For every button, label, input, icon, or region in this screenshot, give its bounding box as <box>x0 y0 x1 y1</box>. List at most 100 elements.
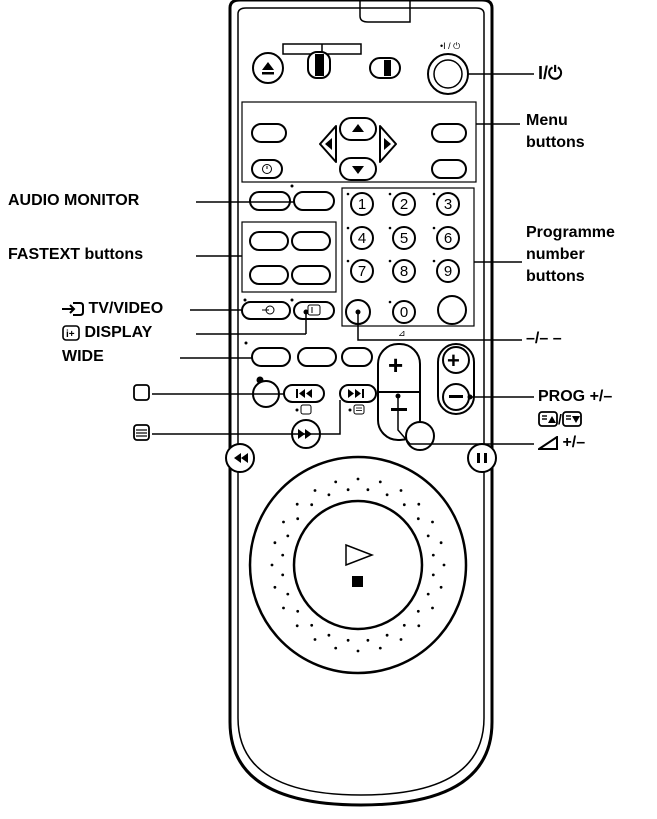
number-button-7[interactable] <box>350 259 374 283</box>
jog-dial-dot <box>334 646 338 650</box>
jog-dial-dot <box>416 517 420 521</box>
number-button-9[interactable] <box>436 259 460 283</box>
prog-minus-mark <box>449 395 463 398</box>
jog-dial-dot <box>346 488 350 492</box>
power-label: I/⏻ <box>538 63 563 83</box>
menu-extra-button[interactable] <box>431 159 467 179</box>
jog-dial-dot <box>385 633 389 637</box>
tv-video-label: TV/VIDEO <box>62 298 163 320</box>
jog-dial-dot <box>402 503 406 507</box>
number-button-6[interactable] <box>436 226 460 250</box>
wide-row-button-3[interactable] <box>341 347 373 367</box>
number-button-label-4: 4 <box>358 230 366 247</box>
jog-dial-dot <box>442 563 446 567</box>
fastext-yellow-button[interactable] <box>249 265 289 285</box>
skip-forward-icon <box>348 389 364 398</box>
number-button-5[interactable] <box>392 226 416 250</box>
keypad-dot <box>388 300 392 304</box>
number-button-0[interactable] <box>392 300 416 324</box>
audio-monitor-label: AUDIO MONITOR <box>8 192 140 209</box>
jog-dial-dot <box>310 503 314 507</box>
number-button-8[interactable] <box>392 259 416 283</box>
jog-dial-dot <box>399 489 403 492</box>
number-button-label-7: 7 <box>358 263 366 280</box>
keypad-dot <box>346 192 350 196</box>
audio-monitor-button-1[interactable] <box>249 191 291 211</box>
menu-group-frame <box>241 101 477 183</box>
blank-round-button[interactable] <box>437 295 467 325</box>
jog-dial-dot <box>334 480 338 484</box>
display-label: i+ DISPLAY <box>62 322 152 344</box>
jog-dial-dot <box>270 563 274 567</box>
fastext-group-frame <box>241 221 337 293</box>
keypad-frame <box>341 187 475 327</box>
wide-label: WIDE <box>62 348 104 365</box>
clock-icon <box>262 164 272 174</box>
jog-dial-dot <box>416 609 420 613</box>
display-info-icon-label: i+ <box>62 324 80 341</box>
pause-button[interactable] <box>467 443 497 473</box>
volume-wedge-icon <box>538 435 558 450</box>
display-button[interactable] <box>293 301 335 320</box>
round-button-center[interactable] <box>405 421 435 451</box>
page-up-down-icon: / <box>538 411 582 427</box>
number-button-label-0: 0 <box>400 304 408 321</box>
arrow-down-icon <box>352 166 364 174</box>
jog-dial-dot <box>366 638 370 642</box>
prog-plus-mark: + <box>447 348 460 373</box>
menu-button-right[interactable] <box>431 123 467 143</box>
jog-dial-dot <box>282 520 285 524</box>
number-button-label-6: 6 <box>444 230 452 247</box>
jog-dial-dot <box>296 517 300 521</box>
jog-dial-dot <box>439 585 443 589</box>
volume-minus-mark <box>391 408 407 411</box>
jog-dial-dot <box>356 649 360 653</box>
number-button-label-5: 5 <box>400 230 408 247</box>
jog-dial-dot <box>431 606 434 610</box>
keypad-dot <box>432 259 436 263</box>
remote-body-inner <box>237 7 485 796</box>
jog-dial-dot <box>313 638 317 641</box>
number-button-3[interactable] <box>436 192 460 216</box>
menu-button-left[interactable] <box>251 123 287 143</box>
svg-text:/: / <box>558 411 562 427</box>
audio-monitor-button-2[interactable] <box>293 191 335 211</box>
keypad-dot <box>346 259 350 263</box>
jog-dial-dot <box>426 534 430 538</box>
fastext-red-button[interactable] <box>249 231 289 251</box>
fastext-blue-button[interactable] <box>291 265 331 285</box>
prog-label: PROG +/– <box>538 388 613 405</box>
power-mini-label: •I / ⏻ <box>440 41 460 51</box>
svg-text:i+: i+ <box>66 329 75 340</box>
jog-dial-dot <box>366 488 370 492</box>
fastext-green-button[interactable] <box>291 231 331 251</box>
jog-dial-dot <box>310 623 314 627</box>
wide-row-button-2[interactable] <box>297 347 337 367</box>
programme-number-label: Programme number buttons <box>526 222 615 288</box>
number-button-4[interactable] <box>350 226 374 250</box>
teletext-off-icon <box>295 404 312 415</box>
menu-label-line1: Menu <box>526 112 568 129</box>
input-select-icon-label <box>62 301 84 316</box>
keypad-dot <box>388 226 392 230</box>
jog-dial-dot <box>402 623 406 627</box>
menu-label-line2: buttons <box>526 134 585 151</box>
number-button-1[interactable] <box>350 192 374 216</box>
jog-dial-dot <box>426 592 430 596</box>
skip-back-icon <box>296 389 312 398</box>
jog-dial-dot <box>273 585 277 589</box>
jog-dial-dot <box>356 477 360 481</box>
wide-button[interactable] <box>251 347 291 367</box>
fastext-buttons-label: FASTEXT buttons <box>8 246 144 263</box>
volume-text: +/– <box>562 434 586 451</box>
play-icon <box>345 543 375 567</box>
jog-dial-dot <box>282 606 285 610</box>
stop-icon <box>352 576 363 587</box>
teletext-on-label-icon <box>133 424 150 441</box>
number-button-2[interactable] <box>392 192 416 216</box>
jog-dial-inner[interactable] <box>292 499 424 631</box>
leader-lines <box>152 73 534 445</box>
jog-dial-dot <box>378 480 382 484</box>
